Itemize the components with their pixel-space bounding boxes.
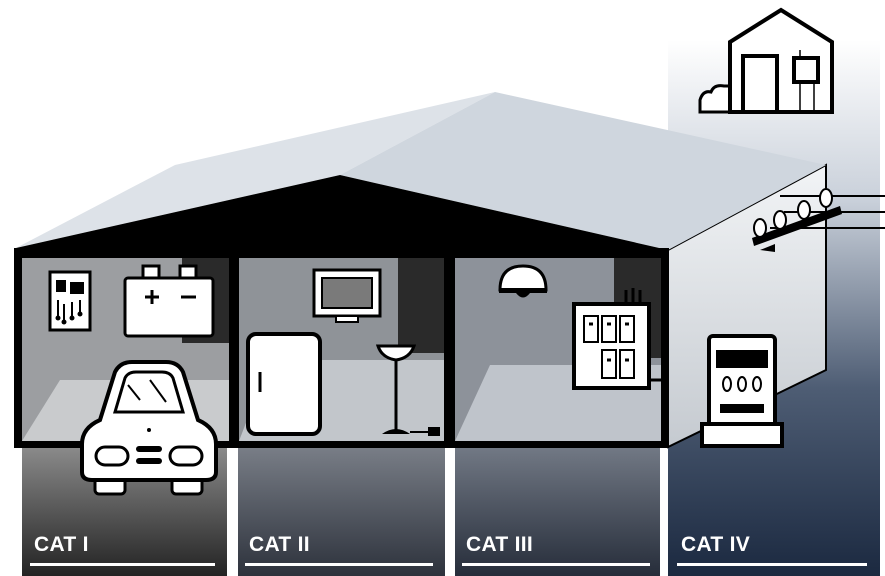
car-icon — [80, 360, 218, 496]
cat-ii-column — [238, 445, 445, 576]
cat-iii-underline — [462, 563, 650, 566]
room-cat-ii-shadow — [398, 258, 444, 353]
refrigerator-icon — [246, 332, 322, 436]
electric-meter-icon — [700, 334, 784, 448]
breaker-panel-icon — [572, 288, 668, 390]
roof-gable — [16, 175, 668, 250]
cat-iv-label: CAT IV — [681, 533, 751, 556]
ceiling-light-icon — [498, 264, 548, 298]
floor-lamp-icon — [375, 344, 440, 436]
circuit-board-icon — [48, 270, 92, 332]
tv-icon — [312, 268, 382, 323]
cat-ii-label: CAT II — [249, 533, 310, 556]
roof-right — [340, 92, 826, 250]
roof-left — [16, 92, 495, 248]
battery-icon — [123, 264, 215, 338]
power-line-insulators-icon — [752, 188, 885, 252]
outbuilding-icon — [698, 7, 834, 114]
cat-i-label: CAT I — [34, 533, 89, 556]
cat-iii-label: CAT III — [466, 533, 534, 556]
cat-iii-column — [455, 445, 660, 576]
cat-ii-underline — [245, 563, 433, 566]
cat-iv-underline — [677, 563, 867, 566]
cat-i-underline — [30, 563, 215, 566]
